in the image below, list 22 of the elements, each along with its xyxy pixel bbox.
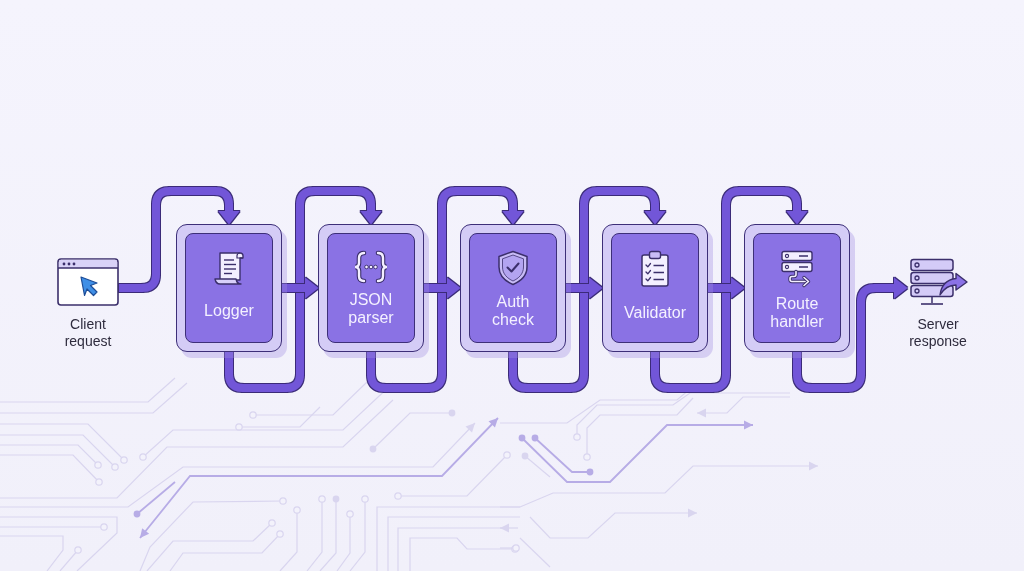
routed-arrow xyxy=(793,277,908,392)
process-box xyxy=(744,224,850,352)
arrow xyxy=(708,277,745,299)
arrow xyxy=(566,277,603,299)
process-box xyxy=(602,224,708,352)
node-label: Server response xyxy=(908,316,968,350)
step-label: Route handler xyxy=(769,295,825,331)
process-box xyxy=(460,224,566,352)
step-label: Validator xyxy=(624,304,686,322)
routed-arrow xyxy=(119,187,240,292)
routed-arrow xyxy=(225,187,382,392)
step-label: Logger xyxy=(204,302,254,320)
routed-arrow xyxy=(509,187,666,392)
step-label: Auth check xyxy=(491,293,535,329)
routed-arrow xyxy=(651,187,808,392)
arrow xyxy=(282,277,319,299)
routed-arrow xyxy=(367,187,524,392)
process-box xyxy=(318,224,424,352)
process-box xyxy=(176,224,282,352)
step-label: JSON parser xyxy=(347,291,395,327)
node-label: Client request xyxy=(63,316,113,350)
arrow xyxy=(424,277,461,299)
